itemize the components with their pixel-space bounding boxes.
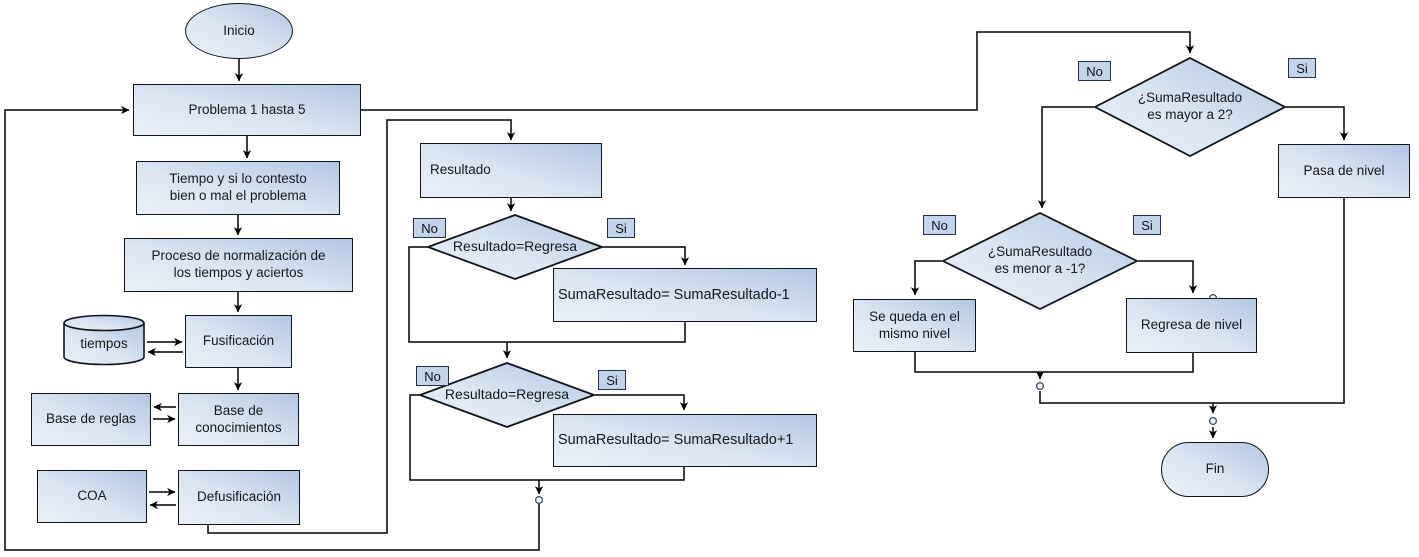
node-suma-resta: SumaResultado= SumaResultado-1	[553, 268, 817, 322]
diamond-shape-icon	[427, 214, 603, 280]
diamond-shape-icon	[1094, 57, 1286, 157]
node-fin: Fin	[1161, 442, 1269, 497]
node-suma-suma-label: SumaResultado= SumaResultado+1	[558, 432, 794, 449]
branch-label-d1-si: Si	[607, 218, 635, 238]
node-coa-label: COA	[77, 488, 107, 504]
branch-label-mayor-no: No	[1078, 61, 1111, 81]
branch-label-d2-no: No	[416, 366, 449, 386]
node-decision-regresa-2-label: Resultado=Regresa	[444, 386, 570, 403]
node-base-reglas-label: Base de reglas	[45, 411, 137, 427]
node-decision-regresa-2: Resultado=Regresa	[419, 362, 595, 428]
node-fusificacion-label: Fusificación	[202, 333, 275, 349]
cylinder-shape-icon	[63, 314, 145, 366]
node-defusificacion-label: Defusificación	[196, 489, 282, 505]
node-se-queda: Se queda en el mismo nivel	[853, 299, 976, 352]
diamond-shape-icon	[419, 362, 595, 428]
branch-label-mayor-si: Si	[1288, 58, 1316, 78]
node-fusificacion: Fusificación	[185, 315, 292, 368]
node-problema: Problema 1 hasta 5	[133, 84, 361, 136]
node-decision-mayor-label: ¿SumaResultado es mayor a 2?	[1137, 90, 1243, 122]
node-regresa-nivel-label: Regresa de nivel	[1140, 317, 1243, 333]
node-resultado: Resultado	[420, 143, 602, 198]
node-tiempo-contesto: Tiempo y si lo contesto bien o mal el pr…	[136, 161, 340, 215]
waypoint-circle	[534, 495, 544, 505]
node-tiempos-label: tiempos	[80, 336, 128, 352]
node-base-conocimientos-label: Base de conocimientos	[195, 402, 282, 435]
node-decision-regresa-1: Resultado=Regresa	[427, 214, 603, 280]
node-fin-label: Fin	[1205, 461, 1225, 477]
node-resultado-label: Resultado	[430, 162, 491, 178]
branch-label-d2-si: Si	[598, 370, 626, 390]
node-problema-label: Problema 1 hasta 5	[188, 101, 306, 117]
node-proceso-normalizacion-label: Proceso de normalización de los tiempos …	[151, 248, 326, 280]
node-pasa-nivel: Pasa de nivel	[1278, 144, 1410, 198]
node-decision-regresa-1-label: Resultado=Regresa	[452, 238, 578, 255]
node-base-conocimientos: Base de conocimientos	[178, 393, 299, 446]
waypoint-circle	[1035, 381, 1045, 391]
node-decision-menor-label: ¿SumaResultado es menor a -1?	[987, 244, 1093, 276]
waypoint-circle	[1208, 416, 1218, 426]
node-coa: COA	[37, 470, 147, 523]
branch-label-menor-si: Si	[1133, 215, 1161, 235]
node-suma-suma: SumaResultado= SumaResultado+1	[553, 414, 817, 467]
node-base-reglas: Base de reglas	[31, 393, 151, 446]
node-decision-mayor: ¿SumaResultado es mayor a 2?	[1094, 57, 1286, 157]
branch-label-d1-no: No	[413, 218, 446, 238]
node-regresa-nivel: Regresa de nivel	[1126, 298, 1257, 353]
node-defusificacion: Defusificación	[178, 470, 300, 525]
node-suma-resta-label: SumaResultado= SumaResultado-1	[558, 286, 790, 303]
node-decision-menor: ¿SumaResultado es menor a -1?	[942, 212, 1138, 310]
node-tiempos-datastore: tiempos	[63, 314, 145, 366]
node-se-queda-label: Se queda en el mismo nivel	[869, 308, 960, 341]
node-tiempo-contesto-label: Tiempo y si lo contesto bien o mal el pr…	[169, 171, 307, 203]
node-inicio: Inicio	[185, 3, 293, 59]
branch-label-menor-no: No	[923, 215, 956, 235]
diamond-shape-icon	[942, 212, 1138, 310]
node-proceso-normalizacion: Proceso de normalización de los tiempos …	[124, 238, 353, 292]
node-inicio-label: Inicio	[223, 22, 255, 38]
node-pasa-nivel-label: Pasa de nivel	[1303, 162, 1385, 178]
